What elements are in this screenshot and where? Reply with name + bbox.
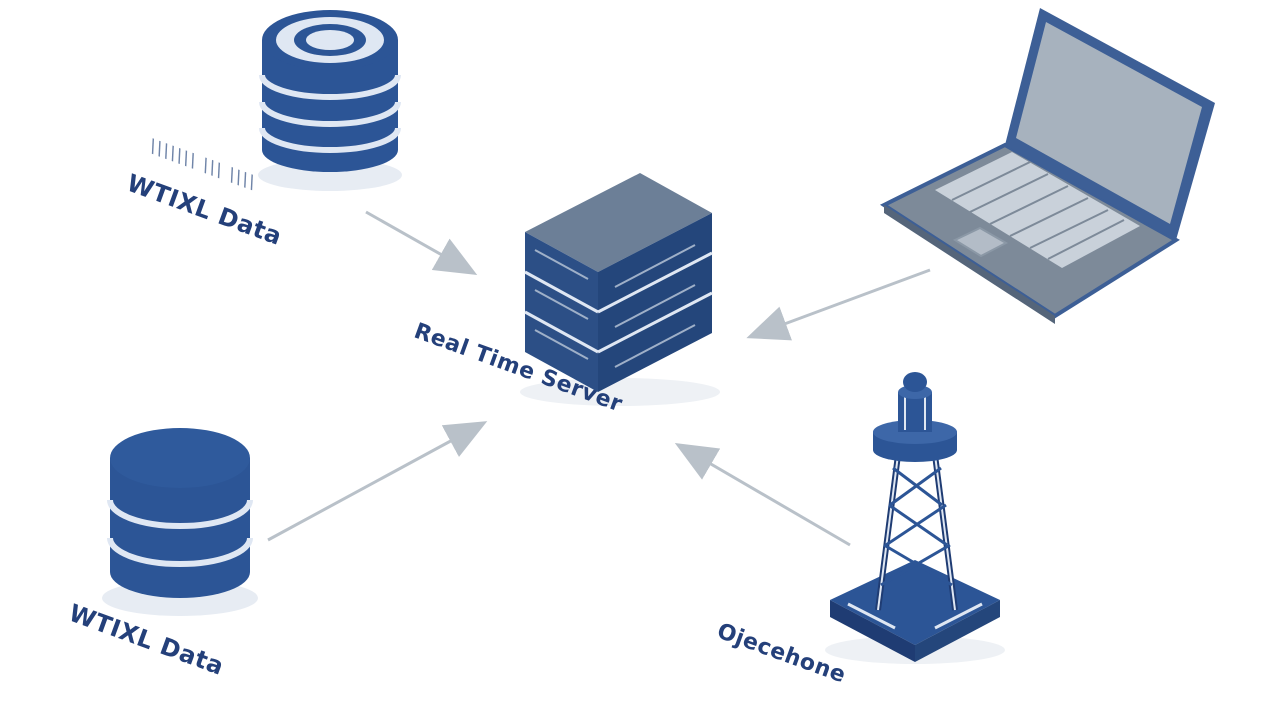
tower-icon	[825, 372, 1005, 664]
edge-tower-to-server	[674, 442, 851, 547]
edge-db-bottom-to-server	[267, 421, 488, 542]
edge-laptop-to-server	[746, 268, 931, 341]
database-bottom-icon	[102, 428, 258, 616]
edges	[267, 210, 931, 547]
edge-db-top-to-server	[365, 210, 478, 275]
laptop-icon	[879, 8, 1215, 324]
server-icon	[520, 173, 720, 406]
database-top-icon	[258, 10, 402, 191]
